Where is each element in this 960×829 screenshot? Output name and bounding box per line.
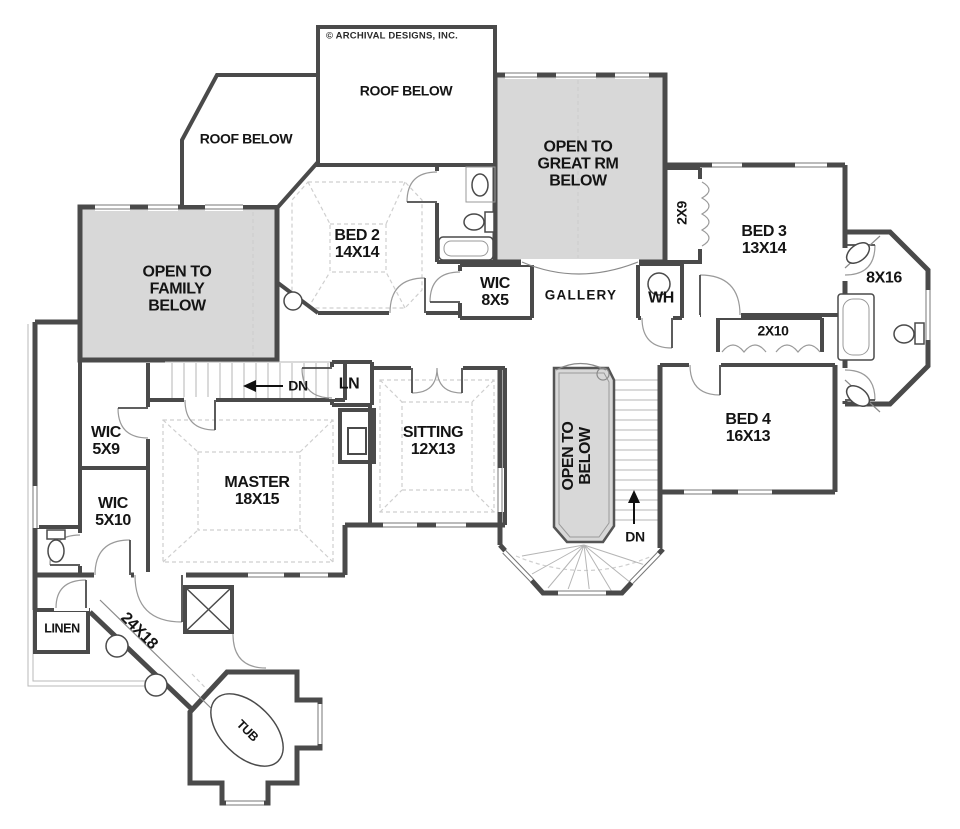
sink-icon — [99, 599, 216, 713]
stair-void — [552, 366, 616, 544]
label-open-to-family: OPEN TO FAMILY BELOW — [143, 264, 212, 315]
label-line: BELOW — [549, 172, 607, 190]
stair-rail-curve — [555, 362, 607, 371]
room-name: BED 2 — [334, 227, 380, 244]
label-closet-2x10: 2X10 — [757, 322, 789, 339]
room-name: MASTER — [224, 474, 290, 491]
sink-icon — [844, 235, 881, 413]
windows — [31, 71, 932, 807]
label-bed3: BED 3 13X14 — [741, 223, 787, 257]
balcony-arch — [521, 261, 639, 275]
label-line: OPEN TO — [142, 263, 212, 281]
bathtub-icon — [837, 293, 875, 361]
room-dim: 16X13 — [725, 428, 771, 445]
bifold-door-2x9 — [700, 181, 710, 247]
label-gallery: GALLERY — [544, 287, 618, 303]
room-dim: 14X14 — [334, 244, 380, 261]
label-linen-closet: LN — [338, 375, 360, 393]
label-line: OPEN TO — [560, 421, 577, 491]
stair-treads — [165, 361, 658, 597]
door-openings — [54, 171, 848, 611]
sink-icon — [465, 166, 496, 203]
garden-tub-icon — [210, 693, 284, 767]
room-dim: 8X5 — [481, 292, 509, 309]
label-master: MASTER 18X15 — [224, 474, 290, 508]
label-roof-below-left: ROOF BELOW — [199, 130, 293, 147]
label-sitting: SITTING 12X13 — [402, 424, 464, 458]
arrows — [243, 380, 640, 524]
label-bed2: BED 2 14X14 — [334, 227, 380, 261]
room-dim: 18X15 — [234, 491, 280, 508]
label-dn-left: DN — [288, 377, 308, 394]
room-dim: 5X10 — [95, 512, 131, 529]
sink-icon — [283, 291, 303, 311]
dn-arrow-center — [628, 490, 640, 524]
label-bath-8x16: 8X16 — [866, 269, 902, 287]
dn-arrow-left — [243, 380, 283, 392]
label-wic-8x5: WIC 8X5 — [480, 275, 510, 309]
label-line: FAMILY — [149, 280, 205, 298]
label-closet-2x9: 2X9 — [673, 201, 690, 225]
chimney-box-2 — [338, 408, 376, 464]
label-water-heater: WH — [648, 289, 674, 307]
toilet-icon — [893, 322, 925, 345]
room-name: BED 4 — [725, 411, 771, 428]
room-name: SITTING — [402, 424, 464, 441]
water-heater-icon — [647, 272, 671, 296]
copyright-text: © ARCHIVAL DESIGNS, INC. — [326, 30, 458, 42]
label-dn-center: DN — [625, 528, 645, 545]
label-open-to-great: OPEN TO GREAT RM BELOW — [538, 139, 619, 190]
roof-below-left-area — [180, 73, 320, 209]
roof-areas — [180, 25, 497, 209]
bifold-door-2x10 — [721, 344, 821, 353]
chimney-box — [183, 585, 234, 634]
room-dim: 13X14 — [741, 240, 787, 257]
room-name: WIC — [91, 424, 121, 441]
open-area-fills — [77, 72, 668, 363]
label-line: BELOW — [148, 297, 206, 315]
room-name: WIC — [480, 275, 510, 292]
bathtub-icon — [438, 236, 494, 261]
fixtures — [46, 166, 925, 767]
open-family-area — [77, 204, 280, 363]
label-open-to-below: OPEN TO BELOW — [560, 422, 594, 491]
toilet-icon — [46, 529, 66, 563]
room-name: BED 3 — [741, 223, 787, 240]
label-wic-5x9: WIC 5X9 — [91, 424, 121, 458]
label-roof-below-top: ROOF BELOW — [359, 82, 453, 99]
toilet-icon — [463, 211, 495, 233]
label-line: GREAT RM — [537, 155, 619, 173]
label-wic-5x10: WIC 5X10 — [95, 495, 131, 529]
label-line: OPEN TO — [543, 138, 613, 156]
label-linen: LINEN — [44, 621, 80, 636]
label-line: BELOW — [577, 427, 594, 485]
label-bed4: BED 4 16X13 — [725, 411, 771, 445]
room-name: WIC — [98, 495, 128, 512]
room-dim: 5X9 — [92, 441, 120, 458]
room-dim: 12X13 — [410, 441, 456, 458]
